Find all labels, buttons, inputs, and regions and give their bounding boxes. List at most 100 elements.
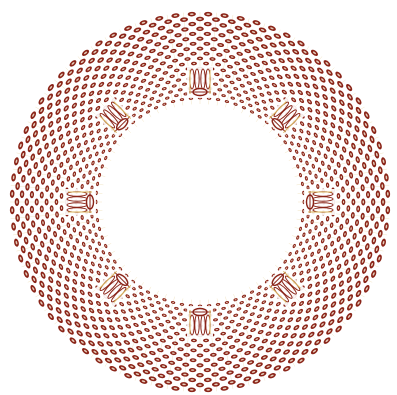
bead (330, 157, 335, 164)
bead (30, 191, 34, 198)
bead (236, 347, 243, 352)
bead (49, 267, 56, 275)
bead (82, 173, 86, 179)
bead (99, 142, 104, 148)
bead (321, 127, 327, 134)
bead (330, 300, 338, 308)
bead (156, 300, 161, 304)
bead (145, 312, 151, 317)
bead (182, 318, 187, 322)
bead (74, 135, 80, 142)
bead (30, 206, 34, 213)
bead (100, 48, 109, 56)
bead (276, 324, 283, 331)
bead (217, 312, 222, 316)
bead (100, 235, 104, 240)
bead (160, 35, 168, 41)
bead (242, 325, 249, 330)
bead (245, 303, 251, 308)
bead (204, 32, 211, 36)
bead (276, 73, 283, 80)
bead (96, 340, 105, 348)
bead (148, 318, 154, 323)
bead (43, 142, 49, 150)
bead (313, 91, 321, 99)
bead (273, 49, 281, 56)
bead (257, 329, 264, 335)
bead (173, 23, 181, 28)
bead (313, 57, 322, 66)
bead (79, 289, 86, 296)
bead (127, 347, 135, 354)
bead (172, 341, 179, 346)
bead (310, 251, 315, 257)
bead (322, 119, 329, 126)
bead (137, 361, 146, 368)
bead (325, 146, 331, 153)
bead (171, 100, 176, 104)
bead (51, 218, 56, 225)
bead (217, 88, 222, 92)
bead (384, 222, 390, 231)
bead (216, 347, 223, 352)
bead (108, 251, 113, 256)
bead (287, 316, 294, 323)
bead (313, 305, 321, 313)
bead (154, 41, 162, 47)
bead (343, 259, 349, 267)
bead (11, 173, 17, 182)
bead (203, 42, 210, 46)
bead (112, 89, 119, 95)
bead (55, 116, 62, 124)
bead (246, 334, 253, 340)
bead (337, 205, 341, 211)
bead (87, 106, 94, 113)
bead (354, 298, 362, 307)
bead (174, 306, 179, 310)
bead (72, 153, 77, 160)
bead (136, 329, 143, 335)
bead (333, 169, 338, 176)
bead (82, 322, 90, 330)
bead (51, 179, 56, 186)
bead (203, 52, 210, 56)
bead (90, 137, 95, 143)
bead (314, 108, 321, 115)
bead (214, 328, 220, 332)
bead (253, 62, 260, 68)
bead (10, 190, 15, 198)
bead (380, 182, 385, 190)
bead (346, 302, 354, 311)
bead (37, 170, 42, 178)
bead (339, 243, 345, 250)
bead (139, 19, 148, 26)
bead (291, 48, 300, 56)
bead (85, 147, 90, 153)
bead (164, 19, 173, 25)
bead (337, 125, 344, 133)
bead (282, 365, 291, 373)
bead (97, 263, 102, 269)
bead (155, 382, 164, 388)
bead (221, 306, 226, 310)
bead (108, 365, 117, 373)
bead (73, 127, 79, 134)
bead (148, 81, 154, 86)
bead (45, 185, 49, 192)
bead (283, 259, 288, 264)
bead (148, 22, 157, 28)
bead (98, 173, 102, 178)
bead (38, 289, 46, 298)
bead (147, 103, 152, 108)
bead (23, 125, 30, 134)
bead (376, 190, 381, 198)
bead (352, 133, 359, 141)
bead (322, 102, 329, 110)
bead (108, 31, 117, 39)
bead (253, 336, 260, 342)
bead (35, 213, 40, 220)
bead (354, 115, 361, 124)
bead (177, 53, 184, 58)
bead (80, 184, 84, 189)
bead (252, 94, 258, 99)
